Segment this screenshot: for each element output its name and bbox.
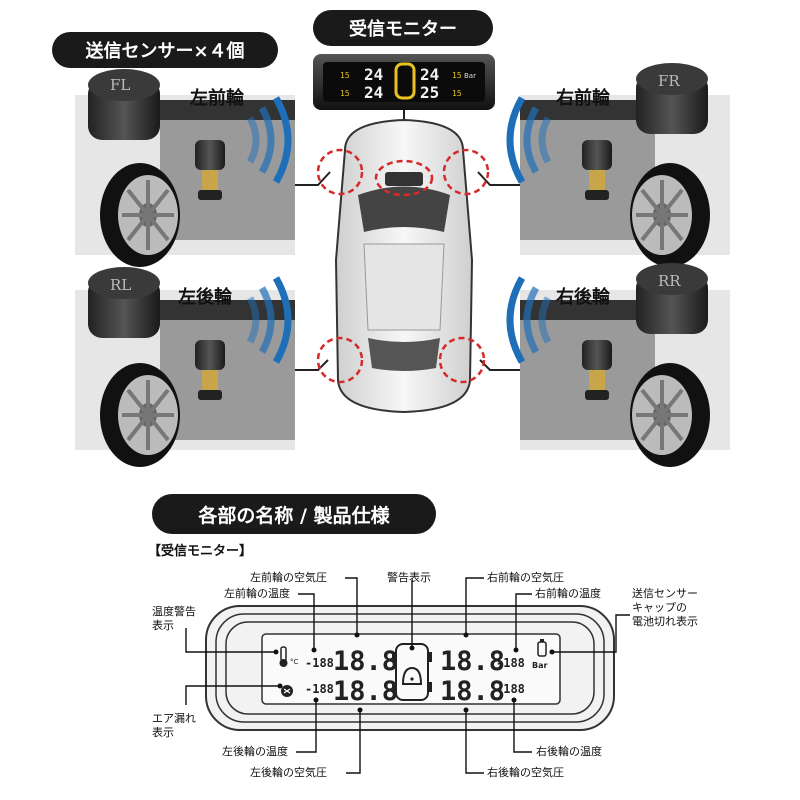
mini-fl-pressure: 24 bbox=[364, 65, 383, 84]
callout-fl-pressure: 左前輪の空気圧 bbox=[250, 571, 327, 584]
tire-rr bbox=[630, 363, 710, 467]
label-rear-left: 左後輪 bbox=[178, 287, 232, 308]
cap-label-rl: RL bbox=[110, 276, 131, 294]
sensors-badge-text: 送信センサー×４個 bbox=[85, 41, 245, 62]
valve-sensor-rl bbox=[195, 340, 225, 400]
label-front-left: 左前輪 bbox=[190, 88, 244, 109]
panel-rear-right: RR bbox=[506, 263, 730, 467]
sensors-badge: 送信センサー×４個 bbox=[52, 32, 278, 68]
spec-badge-text: 各部の名称 / 製品仕様 bbox=[198, 504, 390, 527]
label-rear-right: 右後輪 bbox=[556, 287, 610, 308]
callout-battery-line1: 送信センサー bbox=[632, 587, 698, 600]
valve-sensor-fr bbox=[582, 140, 612, 200]
panel-front-left: FL bbox=[75, 69, 295, 267]
tpms-illustration: FL FR bbox=[75, 54, 730, 467]
lcd-fr-pressure: 18.8 bbox=[440, 646, 505, 677]
mini-fr-pressure: 24 bbox=[420, 65, 439, 84]
mini-fr-temp: 15 bbox=[452, 71, 462, 80]
mini-monitor: 24 24 24 25 15 15 15 15 Bar bbox=[313, 54, 495, 110]
lcd-rr-pressure: 18.8 bbox=[440, 676, 505, 707]
cap-label-fl: FL bbox=[110, 76, 130, 94]
callout-fr-temp: 右前輪の温度 bbox=[535, 587, 601, 600]
mini-rl-pressure: 24 bbox=[364, 83, 383, 102]
tire-warning-icon bbox=[392, 643, 432, 701]
thermometer-icon bbox=[279, 646, 288, 667]
tire-fr bbox=[630, 163, 710, 267]
cap-label-rr: RR bbox=[658, 272, 681, 290]
callout-lines bbox=[185, 577, 630, 774]
callout-battery-line3: 電池切れ表示 bbox=[632, 615, 698, 628]
callout-temp-warning-line1: 温度警告 bbox=[152, 605, 196, 618]
bar-unit-label: Bar bbox=[532, 661, 547, 670]
callout-rr-pressure: 右後輪の空気圧 bbox=[487, 766, 564, 779]
tire-rl bbox=[100, 363, 180, 467]
sensor-cap-rl: RL bbox=[88, 267, 160, 338]
panel-rear-left: RL bbox=[75, 267, 295, 467]
callout-rr-temp: 右後輪の温度 bbox=[536, 745, 602, 758]
signal-waves-fl bbox=[246, 96, 292, 184]
panel-front-right: FR bbox=[506, 63, 730, 267]
cap-label-fr: FR bbox=[658, 72, 680, 90]
callout-dots bbox=[273, 632, 555, 713]
valve-sensor-rr bbox=[582, 340, 612, 400]
callout-battery-line2: キャップの bbox=[632, 601, 687, 614]
callout-temp-warning: 温度警告 表示 bbox=[152, 605, 196, 633]
callout-fr-pressure: 右前輪の空気圧 bbox=[487, 571, 564, 584]
signal-waves-fr bbox=[506, 96, 552, 184]
lcd-diagram: °C Bar -188 -188 -188 -188 18.8 18.8 18.… bbox=[185, 577, 630, 774]
sensor-cap-rr: RR bbox=[636, 263, 708, 334]
car-top-view bbox=[334, 118, 474, 414]
callout-fl-temp: 左前輪の温度 bbox=[224, 587, 290, 600]
tire-fl bbox=[100, 163, 180, 267]
monitor-badge: 受信モニター bbox=[313, 10, 493, 46]
lcd-fl-pressure: 18.8 bbox=[333, 646, 398, 677]
callout-temp-warning-line2: 表示 bbox=[152, 619, 174, 632]
mini-unit: Bar bbox=[464, 72, 476, 80]
valve-sensor-fl bbox=[195, 140, 225, 200]
sensor-cap-fr: FR bbox=[636, 63, 708, 134]
lcd-fr-temp: -188 bbox=[496, 656, 525, 670]
spec-badge: 各部の名称 / 製品仕様 bbox=[152, 494, 436, 534]
label-front-right: 右前輪 bbox=[556, 88, 610, 109]
callout-rl-pressure: 左後輪の空気圧 bbox=[250, 766, 327, 779]
callout-warning: 警告表示 bbox=[387, 571, 431, 584]
section-title: 【受信モニター】 bbox=[148, 544, 253, 559]
mini-fl-temp: 15 bbox=[340, 71, 350, 80]
celsius-label: °C bbox=[290, 658, 299, 666]
lcd-rr-temp: -188 bbox=[496, 682, 525, 696]
callout-battery: 送信センサー キャップの 電池切れ表示 bbox=[632, 587, 698, 629]
callout-air-leak: エア漏れ 表示 bbox=[152, 712, 196, 740]
mini-rl-temp: 15 bbox=[340, 89, 350, 98]
lcd-rl-pressure: 18.8 bbox=[333, 676, 398, 707]
callout-air-leak-line2: 表示 bbox=[152, 726, 174, 739]
sensor-position-highlights bbox=[316, 148, 490, 384]
lcd-fl-temp: -188 bbox=[305, 656, 334, 670]
callout-rl-temp: 左後輪の温度 bbox=[222, 745, 288, 758]
callout-air-leak-line1: エア漏れ bbox=[152, 712, 196, 725]
battery-icon bbox=[537, 639, 547, 657]
monitor-badge-text: 受信モニター bbox=[349, 19, 457, 40]
air-leak-icon bbox=[281, 685, 293, 697]
signal-waves-rl bbox=[246, 276, 292, 364]
lcd-rl-temp: -188 bbox=[305, 682, 334, 696]
signal-waves-rr bbox=[506, 276, 552, 364]
mini-rr-temp: 15 bbox=[452, 89, 462, 98]
mini-rr-pressure: 25 bbox=[420, 83, 439, 102]
sensor-cap-fl: FL bbox=[88, 69, 160, 140]
